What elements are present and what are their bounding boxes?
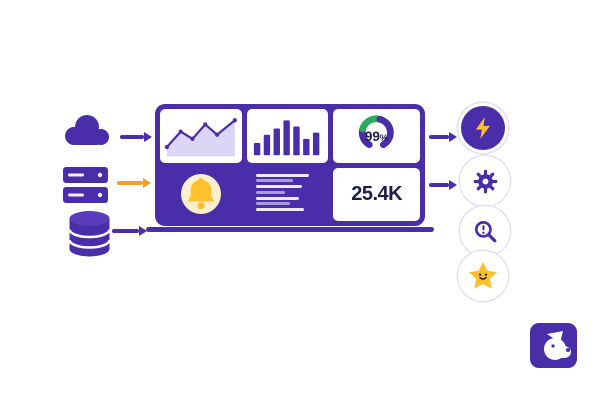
dashboard-stand (146, 227, 434, 232)
gear-badge (463, 159, 507, 203)
star-badge (461, 254, 505, 298)
metric-tile: 25.4K (333, 167, 420, 221)
bell-icon (187, 178, 215, 210)
log-line (255, 202, 291, 206)
bar (283, 120, 290, 156)
log-line (255, 190, 285, 194)
magnifier-alert-icon (474, 220, 497, 243)
line-point (178, 129, 183, 134)
gauge-number: 99 (365, 129, 380, 144)
line-chart-tile (160, 109, 242, 163)
gauge: 99% (359, 115, 395, 149)
flow-arrow-out-2 (429, 183, 449, 187)
bar (302, 138, 310, 156)
line-point (203, 122, 208, 127)
bar (312, 132, 320, 156)
gauge-arc-purple-right (376, 115, 395, 149)
line-path (165, 119, 236, 149)
lightning-badge (461, 106, 505, 150)
star-icon (469, 262, 497, 289)
log-lines (247, 168, 329, 218)
log-line (255, 179, 293, 183)
cloud-shape (65, 115, 109, 145)
lightning-icon (475, 117, 491, 139)
bar (273, 128, 280, 156)
database-icon (67, 210, 112, 263)
cloud-icon (60, 110, 114, 157)
flow-arrow-out-1 (429, 135, 449, 139)
bell-wrap (160, 168, 242, 222)
bell-badge (180, 174, 221, 215)
line-area (166, 120, 235, 157)
bar-chart-tile (246, 109, 329, 163)
line-point (190, 136, 195, 141)
gauge-tile: 99% (333, 109, 420, 163)
flow-arrow-database (112, 229, 139, 233)
gauge-value: 99% (365, 129, 388, 144)
bar (253, 142, 260, 156)
log-line (255, 185, 302, 189)
dog-icon (543, 330, 571, 360)
bar (292, 126, 300, 156)
line-point (215, 132, 220, 137)
log-line (255, 173, 310, 177)
alert-tile (160, 168, 242, 222)
bar-chart (253, 120, 320, 156)
gear-icon (473, 169, 497, 193)
gauge-unit: % (380, 133, 388, 143)
datadog-logo (530, 323, 577, 368)
flow-arrow-cloud (120, 135, 144, 139)
log-line (255, 208, 305, 212)
line-point (164, 144, 169, 150)
logs-tile (247, 168, 329, 222)
server-icon (63, 167, 108, 209)
bar (263, 134, 270, 156)
line-point (232, 118, 237, 123)
metric-value: 25.4K (351, 182, 403, 205)
database-shape (68, 211, 111, 257)
line-chart (164, 118, 237, 157)
log-line (255, 196, 299, 200)
alert-search-badge (463, 209, 507, 253)
dashboard-screen: 99% 25.4K (155, 104, 425, 226)
flow-arrow-server (117, 181, 143, 185)
server-shape (63, 167, 108, 203)
